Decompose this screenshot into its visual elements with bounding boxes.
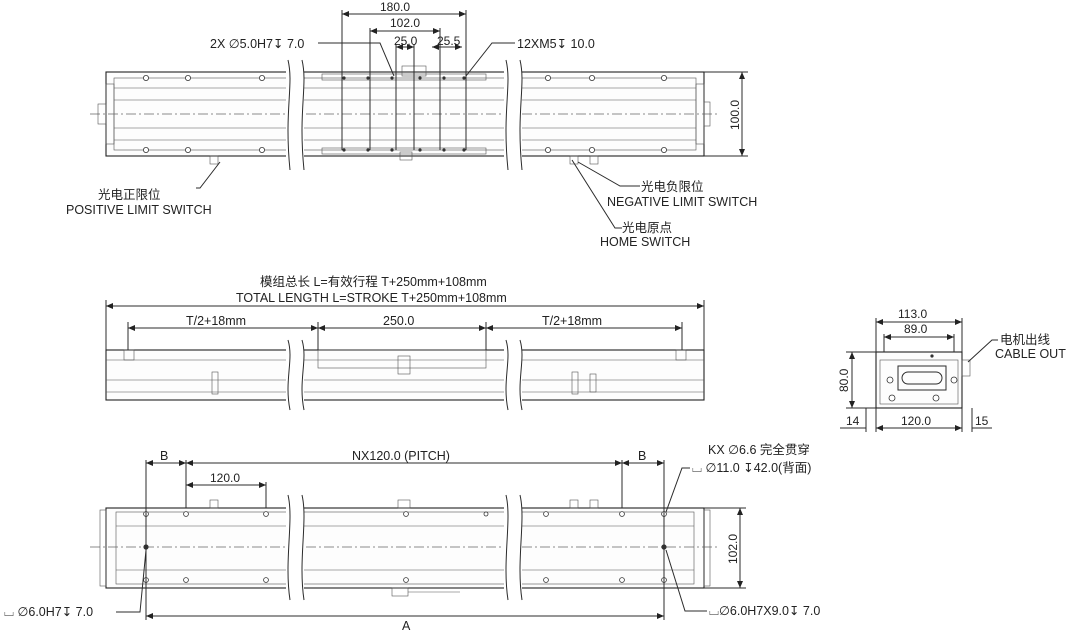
end-dim-15: 15 <box>975 414 989 428</box>
end-view <box>840 318 998 432</box>
front-view-body <box>105 349 705 401</box>
dim-25-5: 25.5 <box>437 34 461 48</box>
dim-102: 102.0 <box>390 16 420 30</box>
positive-limit-en: POSITIVE LIMIT SWITCH <box>66 203 212 217</box>
counterbore-callout: ⌴ ∅11.0 ↧42.0(背面) <box>692 461 811 475</box>
top-view <box>90 10 748 229</box>
dim-25-0: 25.0 <box>394 34 418 48</box>
dim-120-pitch: 120.0 <box>210 471 240 485</box>
dim-pitch: NX120.0 (PITCH) <box>352 449 450 463</box>
pin-hole-left-callout: ⌴ ∅6.0H7↧ 7.0 <box>4 605 93 619</box>
pin-hole-right-callout: ⌴∅6.0H7X9.0↧ 7.0 <box>709 604 820 618</box>
negative-limit-en: NEGATIVE LIMIT SWITCH <box>607 195 757 209</box>
dim-100: 100.0 <box>728 100 742 130</box>
pin-hole-callout: 2X ∅5.0H7↧ 7.0 <box>210 37 304 51</box>
cable-out-cn: 电机出线 <box>1000 333 1051 347</box>
dim-middle-segment: 250.0 <box>383 314 414 328</box>
dim-left-segment: T/2+18mm <box>186 314 246 328</box>
bottom-view <box>90 460 746 620</box>
dim-180: 180.0 <box>380 0 410 14</box>
total-length-cn: 模组总长 L=有效行程 T+250mm+108mm <box>260 274 487 289</box>
front-view <box>105 300 705 411</box>
end-dim-14: 14 <box>846 414 860 428</box>
positive-limit-cn: 光电正限位 <box>98 187 161 202</box>
end-dim-120: 120.0 <box>901 414 931 428</box>
thread-callout: 12XM5↧ 10.0 <box>517 37 595 51</box>
end-dim-113: 113.0 <box>898 307 927 321</box>
through-hole-callout: KX ∅6.6 完全贯穿 <box>708 442 810 457</box>
home-switch-cn: 光电原点 <box>622 221 672 235</box>
home-switch-en: HOME SWITCH <box>600 235 690 249</box>
end-dim-80: 80.0 <box>837 368 851 392</box>
end-dim-89: 89.0 <box>904 322 928 336</box>
dim-b-right: B <box>638 449 646 463</box>
total-length-en: TOTAL LENGTH L=STROKE T+250mm+108mm <box>236 291 507 305</box>
dim-102-bottom: 102.0 <box>726 534 740 564</box>
dim-a: A <box>402 619 411 633</box>
dim-b-left: B <box>160 449 168 463</box>
cable-out-en: CABLE OUT <box>995 347 1066 361</box>
bottom-view-body <box>105 507 705 589</box>
dim-right-segment: T/2+18mm <box>542 314 602 328</box>
negative-limit-cn: 光电负限位 <box>641 179 704 194</box>
